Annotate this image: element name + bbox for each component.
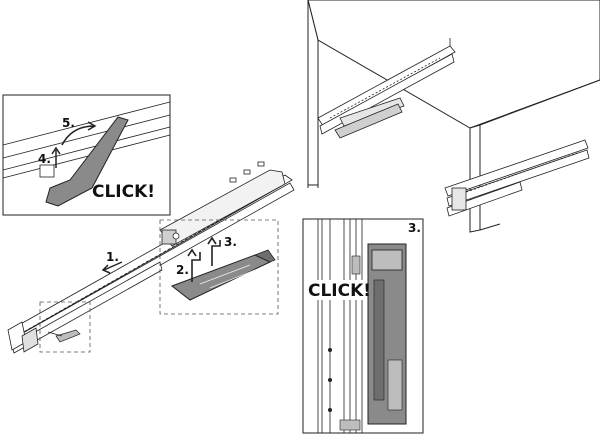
- rear-clip: [161, 229, 180, 245]
- detail-step-3: 3.: [408, 221, 421, 235]
- main-step-3: 3.: [224, 235, 237, 249]
- up-arrow-3: [207, 236, 221, 266]
- cabinet: [307, 0, 600, 233]
- front-dashed-box: [39, 301, 91, 353]
- detail-click-label: CLICK!: [308, 281, 371, 301]
- cabinet-right-runner: [444, 139, 590, 217]
- inset-click-detail: 4. 5. CLICK!: [2, 94, 171, 216]
- cabinet-left-runner: [317, 38, 456, 139]
- main-runner: [7, 161, 295, 354]
- release-lever: [45, 116, 129, 207]
- locking-device-box: 2. 3.: [159, 219, 279, 315]
- main-step-1: 1.: [106, 250, 119, 264]
- up-arrow: [51, 146, 61, 168]
- locking-plate: [170, 254, 272, 301]
- inset-step-4: 4.: [38, 152, 51, 166]
- direction-arrow-1: 1.: [101, 250, 123, 274]
- inset-step-5: 5.: [62, 116, 75, 130]
- up-arrow-2: [187, 248, 201, 282]
- detail-panel: 3. CLICK!: [302, 218, 424, 434]
- main-step-2: 2.: [176, 263, 189, 277]
- inset-click-label: CLICK!: [92, 182, 155, 202]
- curved-arrow: [61, 121, 97, 146]
